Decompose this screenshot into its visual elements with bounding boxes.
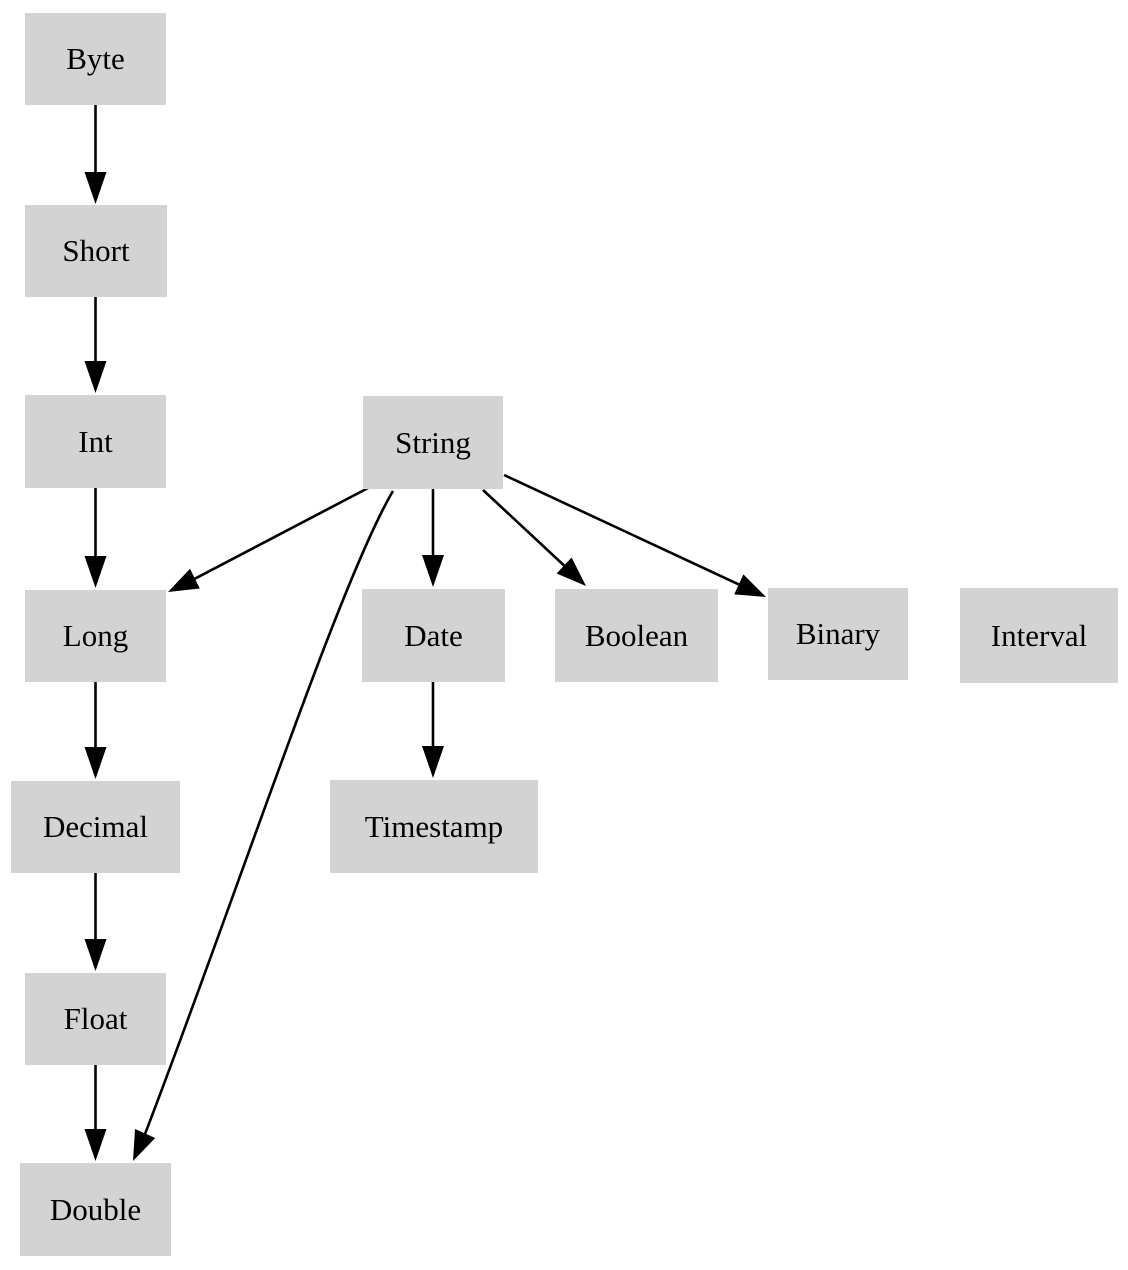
node-short: Short xyxy=(25,205,167,297)
edge-date-timestamp xyxy=(422,682,444,778)
edge-string-date xyxy=(422,489,444,587)
node-int: Int xyxy=(25,395,166,488)
node-double-label: Double xyxy=(49,1191,142,1227)
edge-string-boolean xyxy=(482,489,586,586)
edge-int-long xyxy=(84,488,107,588)
node-short-label: Short xyxy=(62,233,130,268)
node-decimal-label: Decimal xyxy=(42,809,148,844)
edge-string-long xyxy=(168,485,371,592)
node-double: Double xyxy=(20,1163,171,1256)
edge-decimal-float xyxy=(84,873,107,971)
edge-string-double xyxy=(133,490,395,1161)
node-date-label: Date xyxy=(404,617,463,653)
edge-short-int xyxy=(84,297,107,393)
edge-long-decimal xyxy=(84,682,107,779)
node-byte: Byte xyxy=(25,13,166,105)
edge-byte-short xyxy=(84,105,107,204)
edge-string-binary xyxy=(503,473,766,597)
node-boolean: Boolean xyxy=(555,589,718,682)
node-interval-label: Interval xyxy=(990,617,1088,653)
node-long-label: Long xyxy=(62,618,129,653)
node-string-label: String xyxy=(395,424,471,460)
node-date: Date xyxy=(362,589,505,682)
node-binary-label: Binary xyxy=(795,616,881,651)
node-timestamp: Timestamp xyxy=(330,780,538,873)
node-interval: Interval xyxy=(960,588,1118,683)
node-int-label: Int xyxy=(78,423,113,459)
node-timestamp-label: Timestamp xyxy=(364,808,504,844)
node-decimal: Decimal xyxy=(11,781,180,873)
node-boolean-label: Boolean xyxy=(584,617,689,653)
node-long: Long xyxy=(25,590,166,682)
node-byte-label: Byte xyxy=(66,41,125,76)
edge-float-double xyxy=(84,1065,107,1161)
node-binary: Binary xyxy=(768,588,908,680)
node-string: String xyxy=(363,396,503,489)
node-float-label: Float xyxy=(63,1001,128,1036)
node-float: Float xyxy=(25,973,166,1065)
